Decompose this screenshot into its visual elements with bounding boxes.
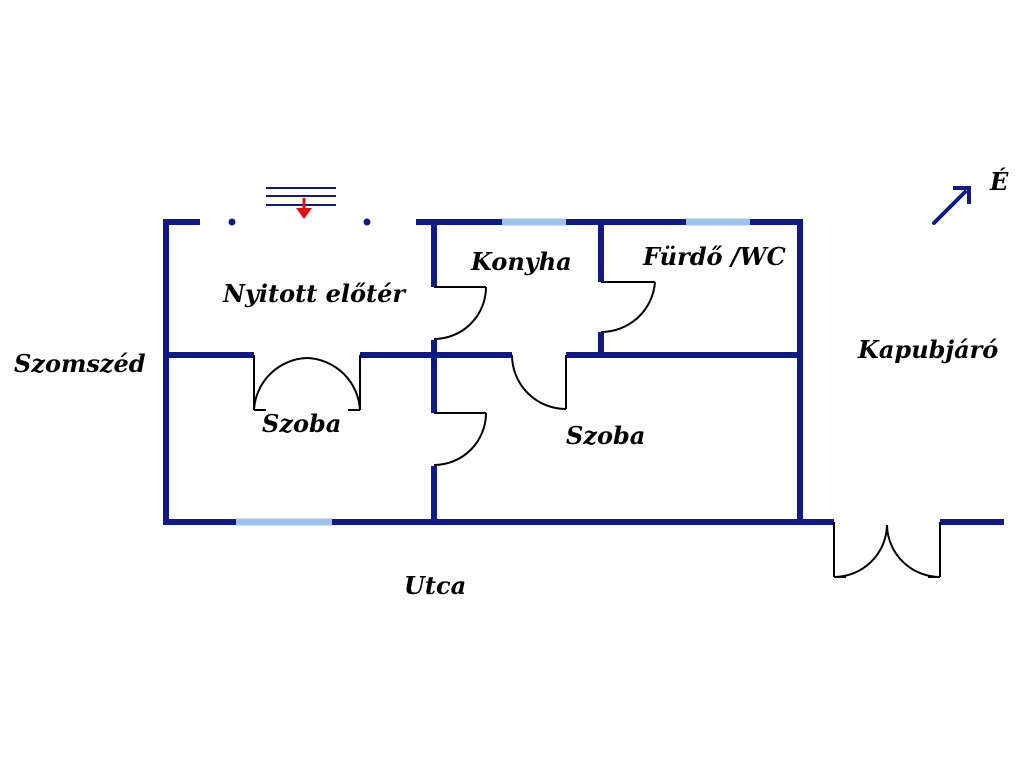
entry-arrow-icon bbox=[296, 198, 312, 219]
post bbox=[228, 218, 236, 226]
room-label-kitchen: Konyha bbox=[470, 247, 572, 276]
double-door-hall-room bbox=[253, 355, 361, 411]
entry-steps bbox=[266, 187, 336, 206]
room-label-right-room: Szoba bbox=[566, 421, 645, 450]
label-street: Utca bbox=[404, 571, 466, 600]
room-label-left-room: Szoba bbox=[262, 409, 341, 438]
room-label-bathroom: Fürdő /WC bbox=[642, 242, 786, 271]
room-label-open-hall: Nyitott előtér bbox=[222, 279, 407, 308]
door-hall-kitchen bbox=[433, 286, 487, 340]
windows bbox=[236, 218, 750, 526]
doors bbox=[253, 281, 656, 466]
gate-entrance bbox=[803, 519, 1004, 578]
door-kitchen-room bbox=[511, 354, 567, 410]
open-hall-posts bbox=[228, 218, 371, 226]
door-kitchen-bathroom bbox=[600, 281, 656, 334]
gate-double-door bbox=[833, 522, 941, 578]
door-room-room bbox=[433, 412, 487, 466]
post bbox=[363, 218, 371, 226]
label-neighbor: Szomszéd bbox=[14, 349, 146, 378]
north-label: É bbox=[989, 167, 1009, 196]
north-arrow-icon bbox=[932, 186, 971, 225]
label-gate-entrance: Kapubjáró bbox=[857, 335, 998, 364]
